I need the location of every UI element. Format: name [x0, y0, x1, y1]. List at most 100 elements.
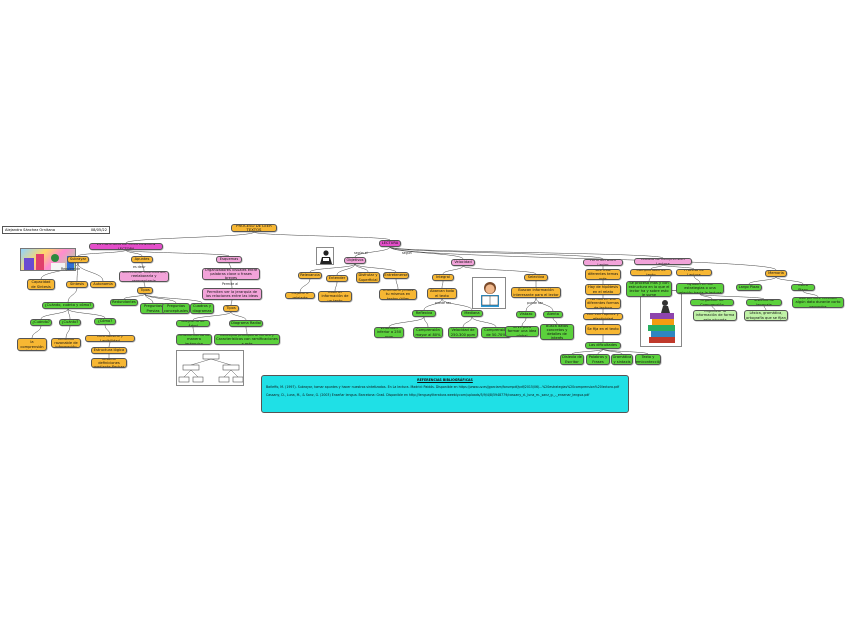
connector-line [463, 317, 472, 327]
strategies-node[interactable]: ESTRATEGIAS DE COMPRENSIÓN LECTORA [89, 243, 163, 250]
selective-node[interactable]: Selectiva [524, 274, 548, 281]
when-node[interactable]: ¿Cuándo? [30, 319, 52, 326]
connector-line [105, 325, 110, 335]
how-node[interactable]: ¿Cómo? [94, 318, 116, 325]
connector-line [310, 264, 355, 272]
reader-trait-4-node[interactable]: Lee con rapidez y efectividad [583, 313, 623, 320]
author-header: Alejandro Sánchez Ornitano 08/05/22 [2, 226, 110, 234]
connector-line [68, 309, 105, 318]
orient-node[interactable]: Orientarte juntas tu mismos en textos út… [379, 289, 417, 300]
integral-node[interactable]: Integral [432, 274, 454, 281]
good-reader-node[interactable]: Perfil del Buen Lector [583, 259, 623, 266]
label-permite: Permite al [222, 283, 238, 287]
label-puede-ser-1: puede ser [435, 302, 451, 306]
text-comprehension-node[interactable]: Comprensión de texto [630, 269, 672, 276]
notes-types-node[interactable]: Tipos [137, 287, 153, 294]
how-much-node[interactable]: ¿Cuánto? [59, 319, 81, 326]
model-desc-2-node[interactable]: Ayudan en las estrategias o una relación… [676, 283, 724, 294]
memory-node[interactable]: Memoria [765, 270, 787, 277]
radial-diagram-node[interactable]: Diagrama Radial [229, 320, 263, 327]
organize-desc-node[interactable]: Organizar la información de forma estruc… [693, 310, 737, 321]
memory-desc-node[interactable]: Nos permite recordar algún dato durante … [792, 297, 844, 308]
language-system-node[interactable]: Sistema de lenguaje [746, 299, 782, 306]
connector-line [442, 281, 443, 288]
when-how-much-how-node[interactable]: ¿Cuándo, cuánto y cómo? [42, 302, 94, 309]
label-requires: Requiere de [61, 268, 80, 272]
connector-line [231, 312, 246, 320]
comprehension-80-node[interactable]: Comprensión mayor al 80% [413, 327, 443, 338]
model-desc-1-node[interactable]: Se procesa más y con estructura en lo qu… [626, 281, 672, 297]
obtain-info-node[interactable]: Obtener información de un texto [318, 291, 352, 302]
difficulty-3-node[interactable]: Gramática y sintaxis [611, 354, 633, 365]
connector-line [443, 266, 463, 274]
select-reorganize-node[interactable]: Seleccionar información, reelaborarla y … [119, 271, 169, 282]
highlight-definitions-node[interactable]: Resaltar definiciones mediante flechas [91, 358, 127, 368]
date: 08/05/22 [91, 227, 107, 233]
when-answer-node[interactable]: Consolidar a la comprensión de todo [17, 338, 47, 351]
difficulties-node[interactable]: Las dificultades [585, 342, 621, 349]
schemes-types-node[interactable]: Tipos [223, 305, 239, 312]
language-desc-node[interactable]: Léxica, gramática, ortografía que se fij… [744, 310, 788, 321]
organize-comprehension-node[interactable]: Organizar de Comprensión [690, 299, 734, 306]
reading-node[interactable]: LECTURA [379, 240, 401, 247]
reading-model-node[interactable]: Modelo de Comprensión Lectora [634, 258, 692, 265]
label-segun-el: según el [354, 252, 368, 256]
connector-line [126, 232, 254, 243]
root-node[interactable]: PROCESO DE LEER TEXTOS [231, 224, 277, 232]
medium-node[interactable]: Mediana [461, 310, 483, 317]
how-much-answer-node[interactable]: Cantidad razonable de información [51, 338, 81, 348]
tables-diagrams-node[interactable]: Cuadros y diagramas [190, 303, 214, 314]
difficulty-2-node[interactable]: Palabras y Frases [586, 354, 610, 365]
attentive-node[interactable]: Atenta [543, 311, 563, 318]
whole-text-node[interactable]: Abarcan todo el texto [427, 288, 457, 299]
hierarchy-view-node[interactable]: Permiten ver la jerarquía de las relacio… [202, 288, 262, 300]
connector-line [41, 309, 68, 319]
reading-process-node[interactable]: Proceso de Lectura [676, 269, 712, 276]
author-name: Alejandro Sánchez Ornitano [5, 227, 55, 233]
speed-node[interactable]: Velocidad [451, 259, 475, 266]
relax-node[interactable]: Mejorar a relajarte [285, 292, 315, 299]
connector-line [463, 266, 536, 274]
connector-line [390, 247, 603, 259]
reader-trait-5-node[interactable]: Se fija en el texto [585, 324, 621, 335]
redundant-node[interactable]: Redundantes [110, 299, 138, 306]
reader-trait-3-node[interactable]: No usa en sus diferentes formas de lectu… [585, 298, 621, 309]
attentive-desc-node[interactable]: Busca datos concretos y detalles de inte… [540, 324, 574, 340]
objectives-node[interactable]: Objetivos [344, 257, 366, 264]
conceptual-questions-node[interactable]: Preguntas conceptuales [162, 303, 190, 314]
reader-trait-2-node[interactable]: Hay de hipótesis en el relato [585, 284, 621, 295]
search-info-node[interactable]: Buscan información interesante para el l… [511, 287, 561, 298]
relevance-node[interactable]: Relevancia [298, 272, 322, 279]
label-segun: según [402, 252, 412, 256]
difficulty-4-node[interactable]: Texto y semicontección [635, 354, 661, 365]
autonomy-node[interactable]: Autonomía [90, 281, 116, 288]
understand-node[interactable]: Entender [326, 275, 348, 282]
long-term-node[interactable]: Largo Plazo [736, 284, 762, 291]
how-answer-node[interactable]: Minimalismo y Legibilidad [85, 335, 135, 342]
radial-diagram-desc-node[interactable]: Concepto principal al centro y Caracterí… [214, 334, 280, 345]
notes-node[interactable]: Apuntes [131, 256, 153, 263]
connector-line [389, 317, 424, 327]
connector-line [749, 277, 776, 284]
tree-diagram-thumbnail [176, 350, 244, 386]
glance-desc-node[interactable]: Sirve para formar una idea global [505, 326, 539, 337]
speed-below-node[interactable]: Velocidad inferior a 250 ppm [374, 327, 404, 338]
reflective-node[interactable]: Reflexiva [412, 310, 436, 317]
entertain-node[interactable]: Entretenerse [383, 272, 409, 279]
underline-node[interactable]: Subrayar [67, 256, 89, 263]
reader-trait-1-node[interactable]: Lee más diferentes temas más [585, 269, 621, 280]
enjoy-node[interactable]: Disfrutar y Superficial [356, 272, 380, 283]
tree-diagram-desc-node[interactable]: Ordenamiento de manera jerárquica [176, 334, 212, 345]
short-term-node[interactable]: Corto Plazo [791, 284, 815, 291]
visual-organizers-node[interactable]: Organizadores visuales entre palabras cl… [202, 268, 260, 280]
schemes-node[interactable]: Esquemas [216, 256, 242, 263]
glance-node[interactable]: Vistazo [516, 311, 536, 318]
synthesis-capacity-node[interactable]: Capacidad de Síntesis [27, 279, 55, 290]
logical-structure-node[interactable]: Estructura lógica [91, 347, 127, 354]
difficulty-1-node[interactable]: Dislexia de Escritor [560, 354, 584, 365]
speed-medium-node[interactable]: Velocidad de 250-300 ppm [448, 327, 478, 338]
label-puede-ser-2: puede ser [527, 302, 543, 306]
tree-diagram-node[interactable]: Diagrama de Árbol [176, 320, 210, 327]
synthesis-node[interactable]: Síntesis [66, 281, 88, 288]
connector-line [335, 282, 337, 291]
